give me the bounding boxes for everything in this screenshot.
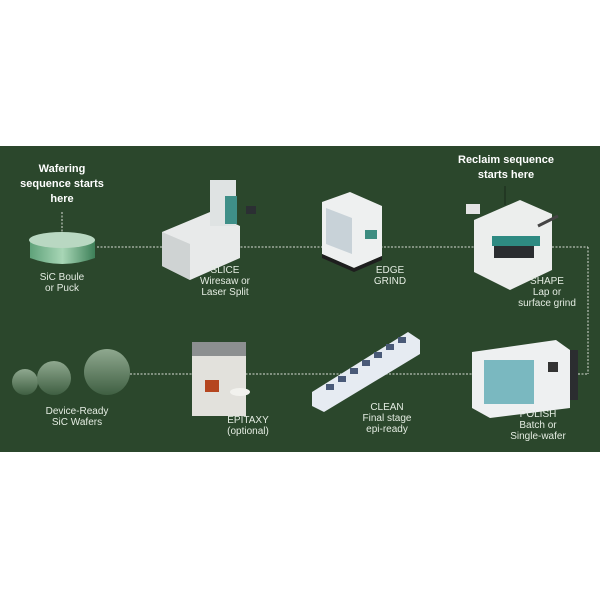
- header-line: Reclaim sequence: [458, 154, 554, 166]
- label-line: Device-Ready: [45, 406, 109, 417]
- label-line: Final stage: [362, 413, 412, 424]
- label-line: or Puck: [45, 283, 79, 294]
- label-line: SHAPE: [530, 276, 564, 287]
- header-line: sequence starts: [20, 178, 104, 190]
- wafering-start-header: Wafering sequence starts here: [14, 162, 110, 207]
- label-epitaxy: EPITAXY(optional): [208, 415, 288, 437]
- label-line: Wiresaw or: [199, 276, 250, 287]
- label-line: Batch or: [519, 420, 557, 431]
- epitaxy-reactor-icon: [192, 342, 250, 416]
- slice-machine-icon: [162, 180, 256, 280]
- header-line: here: [50, 193, 74, 205]
- sic-boule-icon: [29, 232, 95, 264]
- shape-machine-icon: [466, 200, 559, 290]
- label-line: EPITAXY: [227, 415, 269, 426]
- label-line: SLICE: [210, 265, 240, 276]
- label-line: POLISH: [519, 409, 557, 420]
- label-line: (optional): [227, 426, 269, 437]
- header-line: Wafering: [38, 163, 86, 175]
- sic-wafers-icon: [12, 349, 130, 395]
- label-line: CLEAN: [370, 402, 404, 413]
- label-line: SiC Wafers: [51, 417, 103, 428]
- header-line: starts here: [477, 169, 535, 181]
- edge-grind-machine-icon: [322, 192, 382, 272]
- polish-machine-icon: [472, 340, 578, 418]
- label-line: EDGE: [375, 265, 405, 276]
- label-line: surface grind: [518, 298, 576, 309]
- label-line: GRIND: [373, 276, 407, 287]
- label-line: epi-ready: [366, 424, 408, 435]
- reclaim-start-header: Reclaim sequence starts here: [448, 153, 564, 183]
- clean-station-icon: [312, 332, 420, 412]
- label-line: SiC Boule: [39, 272, 85, 283]
- label-line: Lap or: [532, 287, 562, 298]
- label-line: Laser Split: [201, 287, 249, 298]
- label-line: Single-wafer: [510, 431, 566, 442]
